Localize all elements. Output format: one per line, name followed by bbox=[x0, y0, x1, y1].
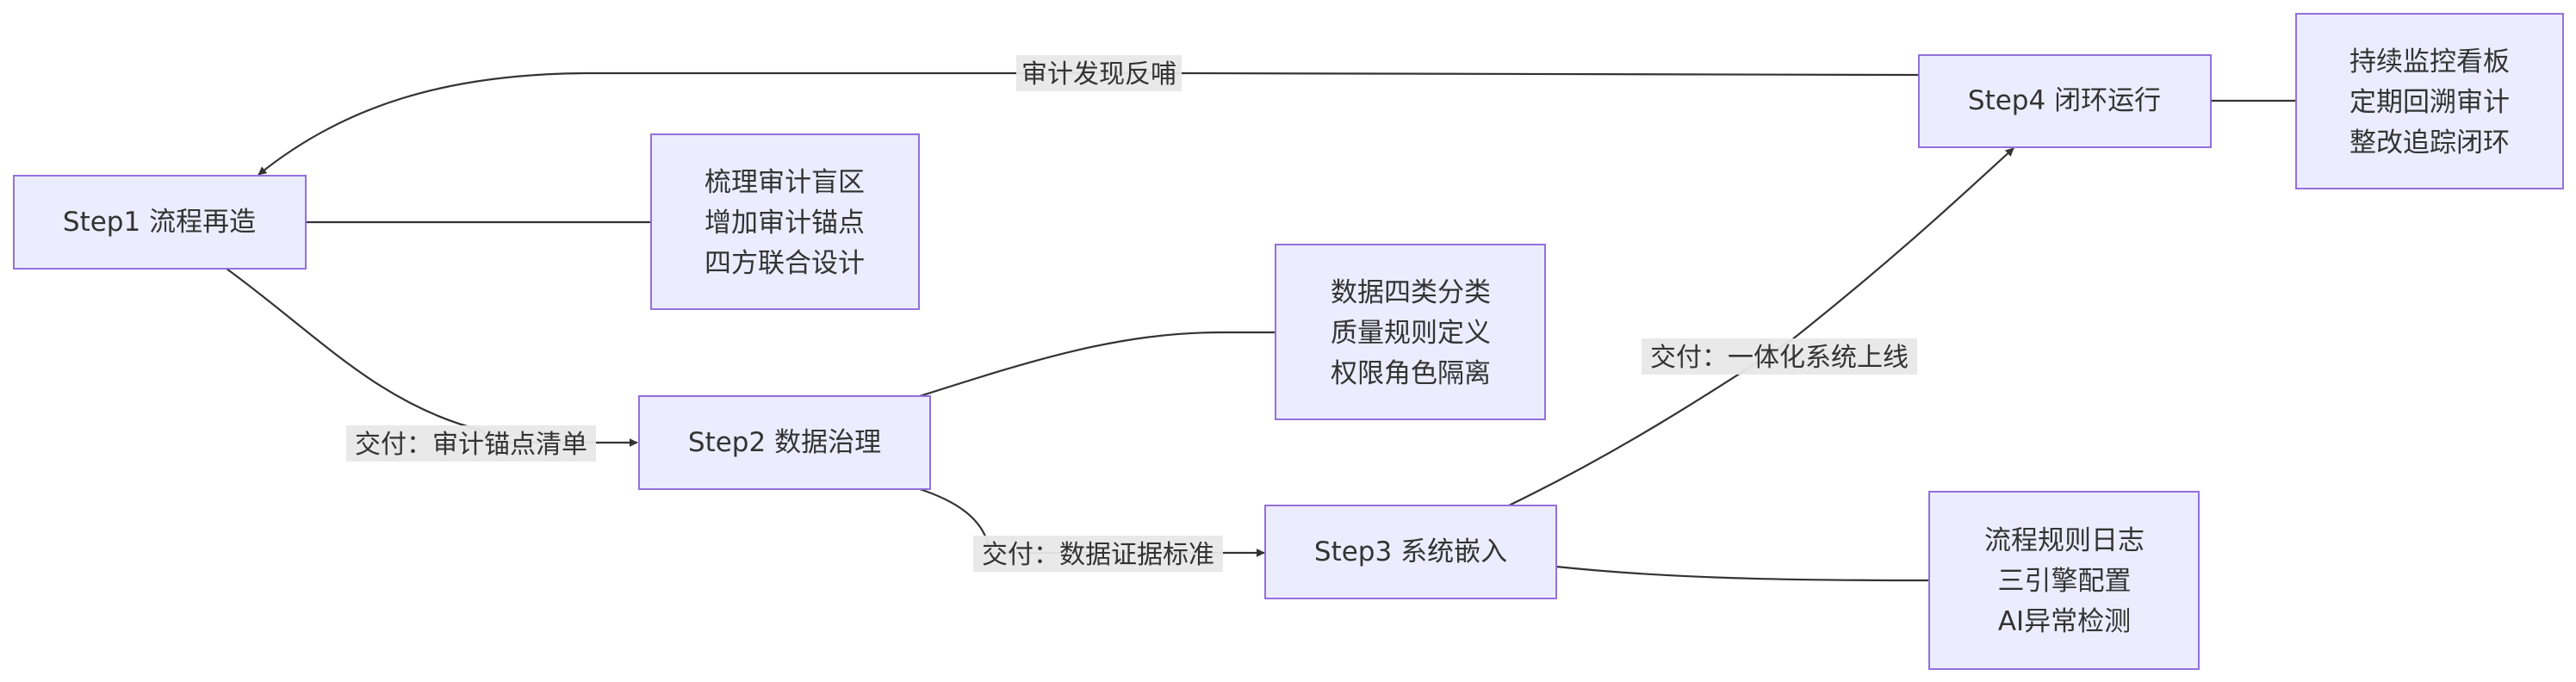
detail1-line2: 增加审计锚点 bbox=[705, 208, 865, 239]
detail2-line3: 权限角色隔离 bbox=[1331, 358, 1491, 389]
detail1-node: 梳理审计盲区 增加审计锚点 四方联合设计 bbox=[650, 133, 920, 310]
edge-step1-step2 bbox=[226, 268, 638, 447]
edge-step2-detail2 bbox=[919, 331, 1275, 398]
step2-node: Step2 数据治理 bbox=[638, 395, 931, 490]
detail4-node: 持续监控看板 定期回溯审计 整改追踪闭环 bbox=[2295, 13, 2564, 189]
step2-label: Step2 数据治理 bbox=[688, 427, 881, 458]
step4-label: Step4 闭环运行 bbox=[1968, 85, 2161, 116]
edge-labels: 交付：审计锚点清单 交付：数据证据标准 交付：一体化系统上线 审计发现反哺 bbox=[346, 55, 1917, 572]
edge-step4-step1 bbox=[258, 71, 1919, 176]
edge-step3-detail3 bbox=[1555, 565, 1930, 582]
step3-label: Step3 系统嵌入 bbox=[1314, 536, 1507, 567]
step4-node: Step4 闭环运行 bbox=[1918, 54, 2212, 148]
detail3-line3: AI异常检测 bbox=[1998, 606, 2131, 637]
detail3-line2: 三引擎配置 bbox=[1998, 566, 2132, 597]
edge-label-step1-step2: 交付：审计锚点清单 bbox=[355, 430, 587, 460]
detail4-line3: 整改追踪闭环 bbox=[2349, 127, 2510, 158]
detail2-node: 数据四类分类 质量规则定义 权限角色隔离 bbox=[1275, 244, 1546, 420]
edge-label-step3-step4: 交付：一体化系统上线 bbox=[1650, 343, 1909, 373]
detail1-line1: 梳理审计盲区 bbox=[705, 167, 865, 198]
detail3-node: 流程规则日志 三引擎配置 AI异常检测 bbox=[1928, 491, 2200, 670]
detail1-line3: 四方联合设计 bbox=[705, 248, 865, 279]
detail4-line1: 持续监控看板 bbox=[2349, 46, 2510, 78]
step1-label: Step1 流程再造 bbox=[63, 207, 256, 238]
edge-step3-step4 bbox=[1508, 147, 2014, 506]
detail2-line2: 质量规则定义 bbox=[1331, 318, 1491, 349]
edge-label-step2-step3: 交付：数据证据标准 bbox=[982, 540, 1214, 570]
edge-label-step4-step1: 审计发现反哺 bbox=[1021, 59, 1176, 90]
step1-node: Step1 流程再造 bbox=[13, 175, 307, 270]
step3-node: Step3 系统嵌入 bbox=[1264, 505, 1557, 599]
detail4-line2: 定期回溯审计 bbox=[2349, 87, 2510, 118]
detail2-line1: 数据四类分类 bbox=[1331, 277, 1491, 308]
detail3-line1: 流程规则日志 bbox=[1984, 525, 2145, 556]
